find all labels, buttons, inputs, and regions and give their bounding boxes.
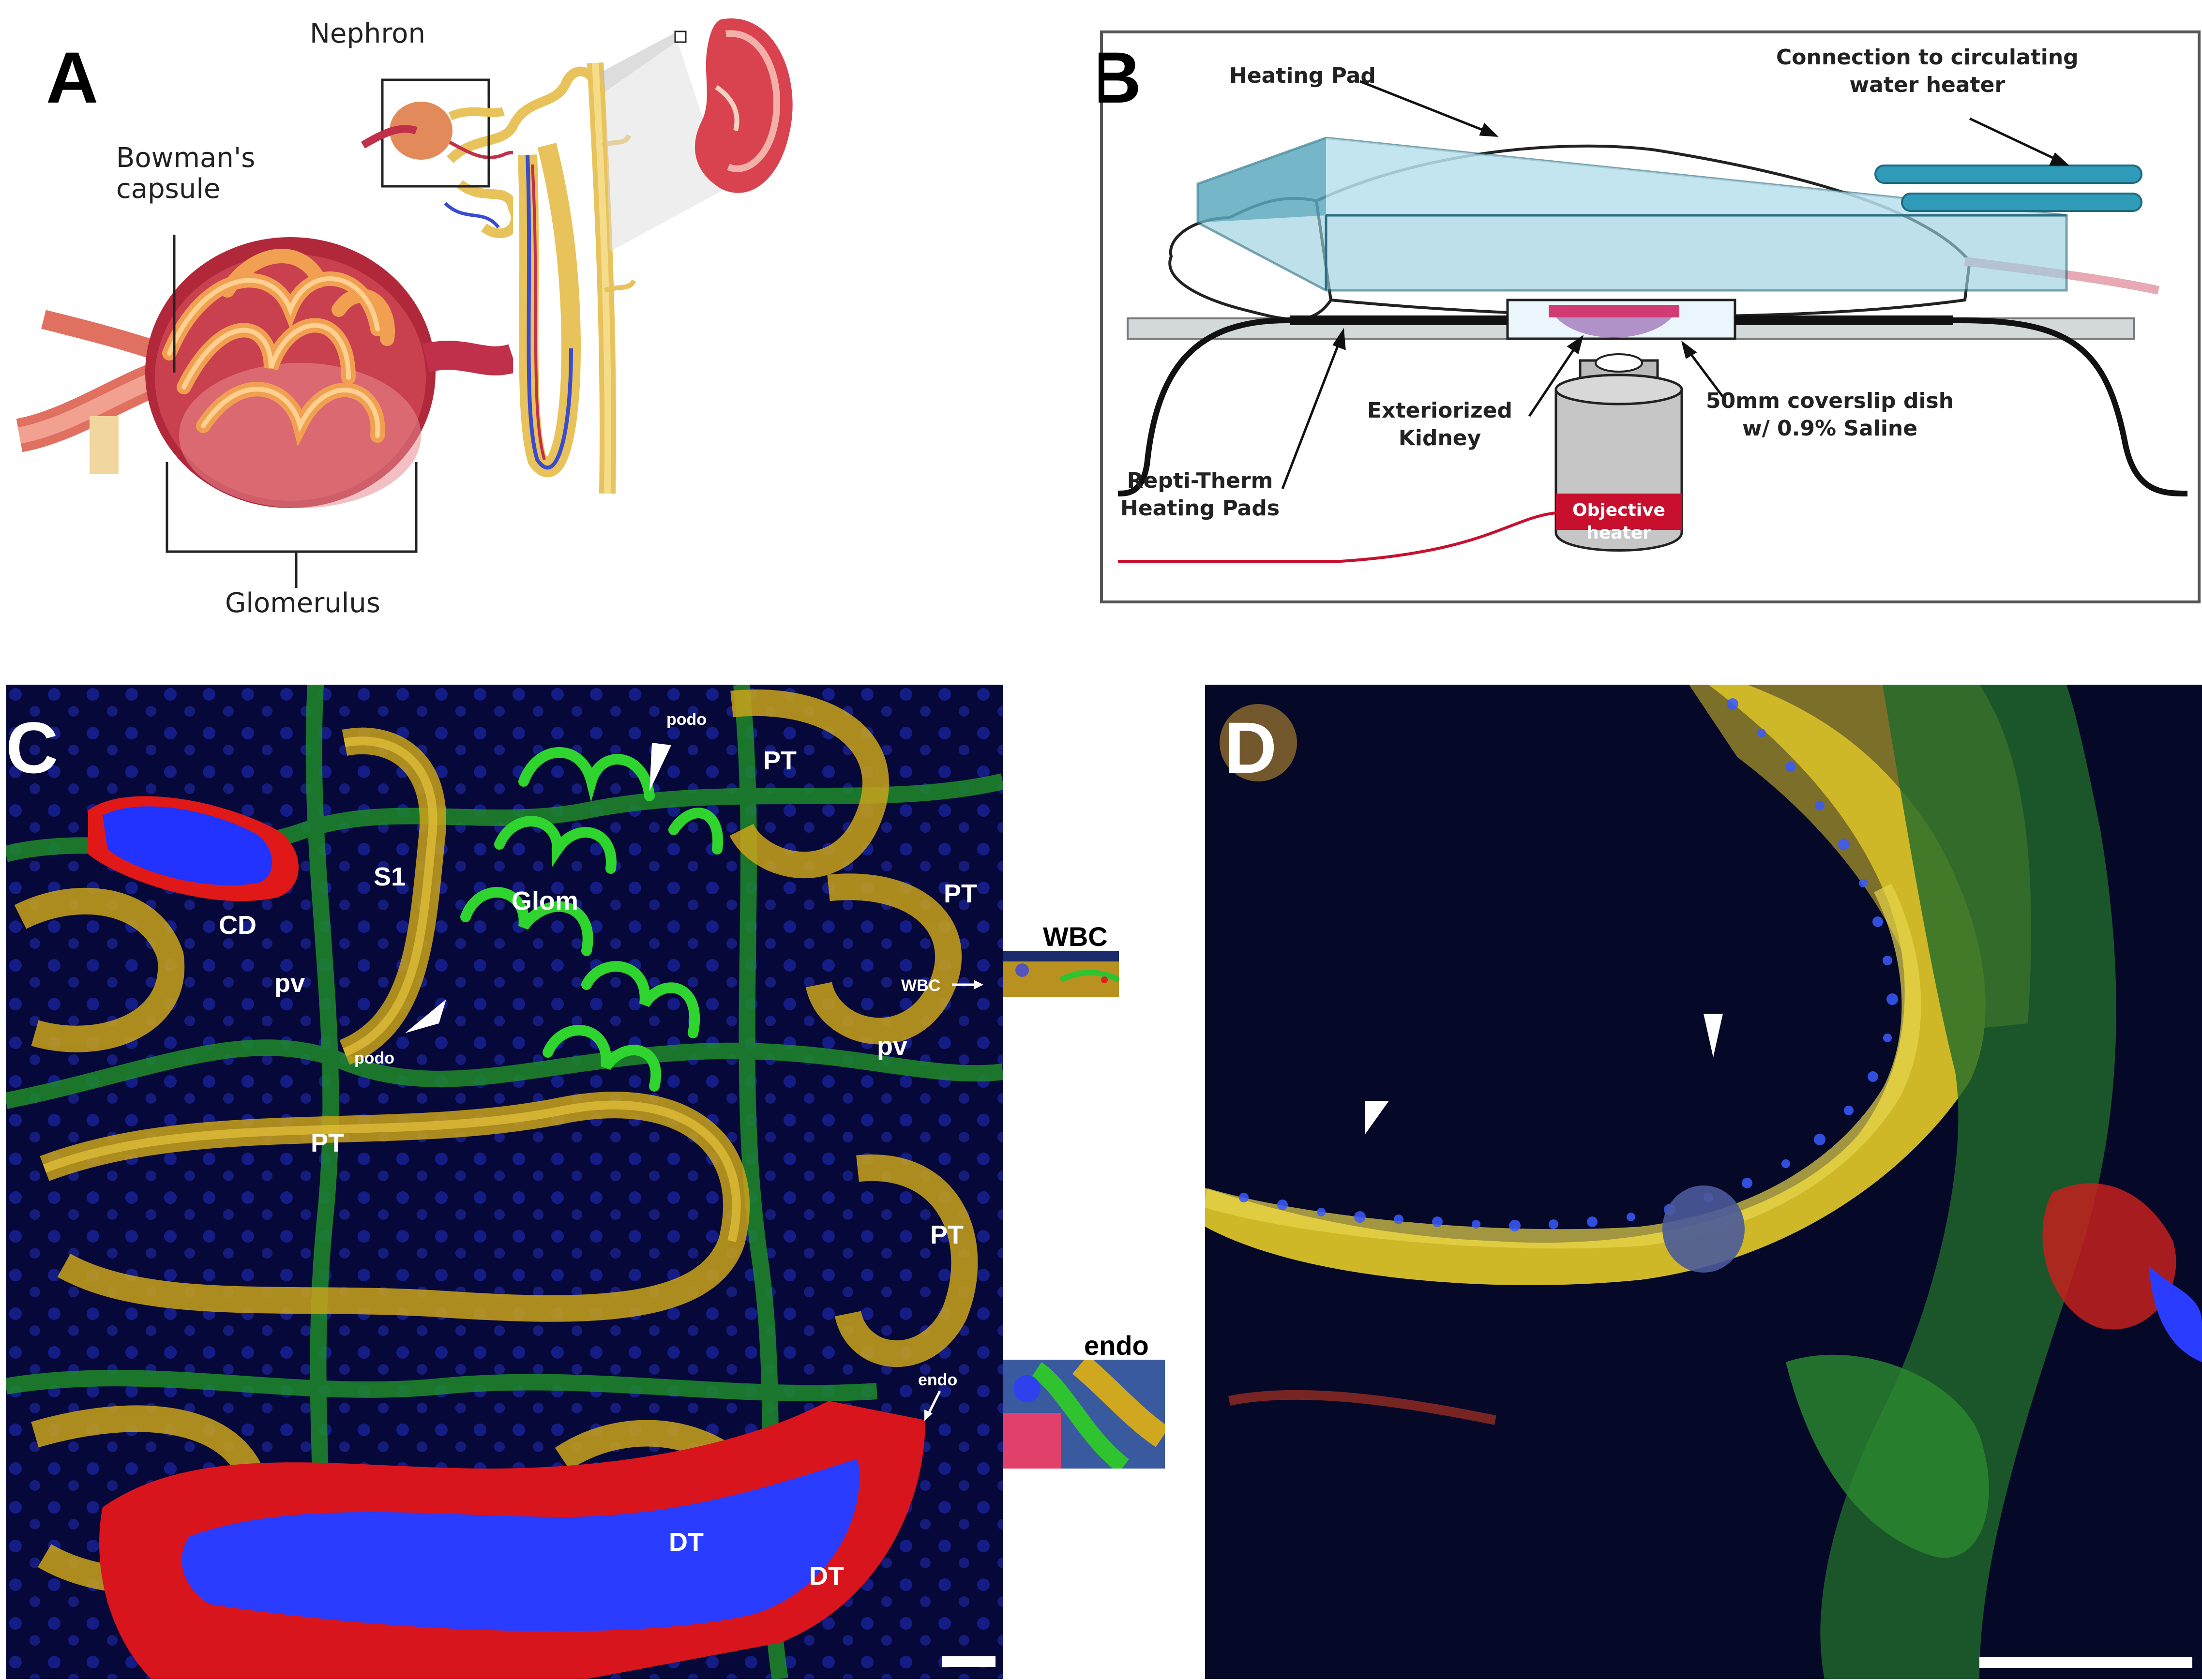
exteriorized-kidney-label: Exteriorized Kidney [1367, 398, 1513, 451]
panel-b: B Heating Pad Connection to circulating … [1099, 29, 2202, 605]
panel-a-kidney [513, 0, 794, 629]
glomerulus-label: Glomerulus [225, 587, 380, 619]
pv-label-2: pv [877, 1032, 908, 1061]
pt-label-1: PT [763, 746, 797, 775]
nephron-label: Nephron [310, 18, 425, 49]
kidney-section-micrograph [6, 685, 1003, 1679]
tubule-micrograph [1205, 685, 2202, 1679]
pv-label-1: pv [274, 969, 305, 998]
s1-label: S1 [374, 862, 406, 891]
endo-inset-image [1003, 1360, 1165, 1469]
wbc-inset-image [1003, 951, 1119, 997]
panel-a-label: A [46, 37, 99, 118]
pt-label-4: PT [930, 1220, 964, 1249]
repti-therm-label: Repti-Therm Heating Pads [1120, 468, 1280, 521]
glomerulus-illustration [16, 78, 513, 588]
panel-a: A Nephron Bowman's capsule Glomerulus [0, 0, 513, 629]
arrowheads [405, 743, 995, 1667]
objective-heater-label: Objective heater [1572, 500, 1665, 543]
wbc-inset-label: WBC [1043, 921, 1108, 952]
podo-label-2: podo [354, 1049, 395, 1067]
coverslip-dish-label: 50mm coverslip dish w/ 0.9% Saline [1706, 389, 1954, 441]
wbc-inset [1003, 951, 1119, 997]
wbc-small-label: WBC [901, 976, 941, 995]
wbc-inset-title: WBC [1041, 919, 1123, 953]
kidney-illustration [513, 18, 793, 494]
imaging-setup-diagram [1100, 30, 2201, 603]
connection-label: Connection to circulating water heater [1776, 45, 2079, 98]
panel-d: D [1205, 685, 2202, 1679]
dt-label-1: DT [669, 1528, 704, 1557]
panel-c-label: C [6, 707, 59, 788]
panel-c: C S1 Glom CD pv pv podo podo PT PT PT PT… [6, 685, 1003, 1679]
pt-label-3: PT [311, 1128, 345, 1157]
podo-label-1: podo [666, 710, 707, 729]
cd-label: CD [219, 911, 256, 940]
panel-d-label: D [1224, 707, 1277, 788]
endo-inset-title: endo [1084, 1328, 1166, 1362]
endo-small-label: endo [918, 1371, 958, 1389]
heating-pad-label: Heating Pad [1229, 63, 1376, 88]
nephron-illustration [435, 116, 513, 239]
pt-label-2: PT [944, 879, 978, 908]
endo-inset-label: endo [1084, 1330, 1149, 1361]
dt-label-2: DT [809, 1561, 844, 1590]
panel-b-label: B [1099, 37, 1142, 118]
glom-label: Glom [512, 886, 579, 915]
endo-inset [1003, 1360, 1165, 1469]
bowmans-capsule-label: Bowman's capsule [116, 142, 256, 205]
